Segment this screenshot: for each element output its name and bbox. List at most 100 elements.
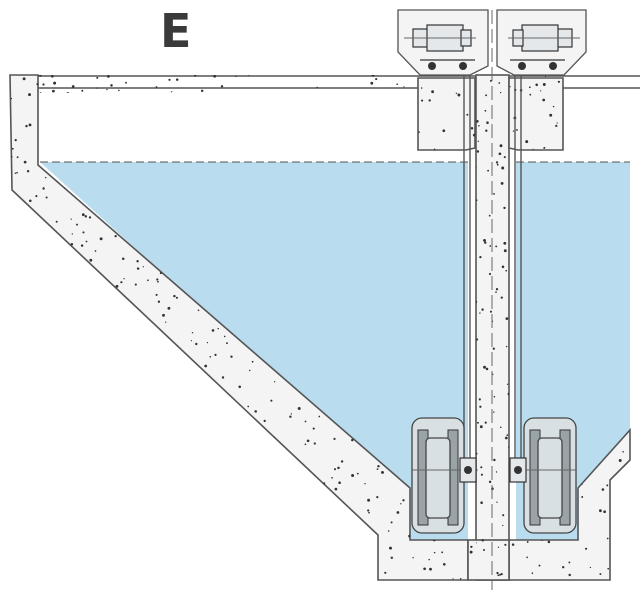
concrete-speckle (216, 114, 220, 117)
concrete-speckle (470, 127, 474, 130)
concrete-speckle (221, 376, 225, 379)
concrete-speckle (205, 432, 209, 436)
concrete-speckle (513, 588, 515, 590)
concrete-speckle (32, 526, 35, 528)
concrete-speckle (120, 450, 124, 454)
concrete-speckle (390, 556, 394, 560)
concrete-speckle (165, 425, 167, 427)
concrete-speckle (106, 60, 109, 63)
concrete-speckle (236, 447, 239, 450)
concrete-speckle (578, 136, 581, 139)
concrete-speckle (66, 69, 69, 72)
concrete-speckle (80, 244, 84, 247)
concrete-speckle (393, 104, 396, 107)
concrete-speckle (191, 332, 194, 334)
concrete-speckle (356, 472, 359, 475)
concrete-speckle (341, 64, 343, 66)
concrete-speckle (442, 562, 446, 566)
concrete-speckle (504, 436, 508, 440)
concrete-speckle (180, 401, 183, 404)
concrete-speckle (86, 290, 90, 293)
concrete-speckle (331, 476, 333, 479)
concrete-speckle (503, 241, 507, 245)
concrete-speckle (455, 92, 458, 95)
concrete-speckle (175, 296, 178, 299)
concrete-speckle (60, 374, 63, 376)
concrete-speckle (194, 576, 197, 579)
concrete-speckle (304, 443, 307, 446)
concrete-speckle (97, 517, 100, 520)
concrete-speckle (254, 410, 257, 413)
concrete-speckle (489, 310, 493, 313)
concrete-speckle (29, 413, 32, 415)
concrete-speckle (505, 345, 508, 348)
concrete-speckle (0, 370, 1, 372)
concrete-speckle (62, 471, 66, 475)
concrete-speckle (49, 524, 52, 527)
concrete-speckle (505, 269, 508, 272)
concrete-speckle (138, 434, 141, 437)
concrete-speckle (634, 395, 637, 398)
concrete-speckle (81, 213, 85, 217)
concrete-speckle (64, 357, 67, 359)
concrete-speckle (101, 288, 104, 290)
concrete-speckle (196, 433, 199, 436)
concrete-speckle (405, 92, 407, 95)
concrete-speckle (171, 62, 174, 65)
concrete-speckle (181, 497, 184, 500)
concrete-speckle (351, 474, 355, 477)
concrete-speckle (497, 574, 500, 577)
concrete-speckle (16, 156, 19, 159)
concrete-speckle (495, 161, 499, 164)
concrete-speckle (274, 530, 276, 533)
concrete-speckle (68, 505, 71, 508)
concrete-speckle (107, 514, 110, 516)
concrete-speckle (257, 477, 261, 481)
concrete-speckle (78, 121, 81, 124)
concrete-speckle (64, 546, 68, 550)
concrete-speckle (147, 279, 149, 282)
concrete-speckle (42, 95, 46, 99)
concrete-speckle (16, 437, 19, 440)
concrete-speckle (606, 537, 609, 540)
concrete-speckle (455, 582, 457, 584)
concrete-speckle (177, 554, 180, 558)
concrete-speckle (622, 451, 624, 453)
concrete-speckle (479, 425, 483, 429)
concrete-speckle (151, 356, 154, 358)
concrete-speckle (436, 152, 440, 155)
concrete-speckle (171, 91, 173, 93)
concrete-speckle (34, 319, 38, 322)
concrete-speckle (72, 295, 76, 298)
concrete-speckle (106, 316, 110, 319)
concrete-speckle (622, 102, 626, 106)
concrete-speckle (66, 457, 70, 460)
concrete-speckle (557, 80, 561, 83)
concrete-speckle (200, 497, 204, 501)
concrete-speckle (126, 512, 129, 515)
concrete-speckle (164, 387, 166, 390)
concrete-speckle (52, 89, 55, 93)
concrete-speckle (101, 67, 104, 70)
concrete-speckle (233, 103, 235, 106)
concrete-speckle (101, 546, 104, 549)
concrete-speckle (85, 240, 88, 243)
concrete-speckle (495, 471, 498, 473)
concrete-speckle (471, 199, 475, 203)
concrete-speckle (14, 230, 17, 233)
concrete-speckle (481, 539, 484, 542)
concrete-speckle (7, 477, 9, 479)
figure-label: E (160, 4, 192, 58)
concrete-speckle (420, 87, 423, 89)
concrete-speckle (338, 481, 341, 484)
concrete-speckle (351, 560, 354, 563)
concrete-speckle (338, 108, 342, 112)
concrete-speckle (173, 294, 176, 298)
concrete-speckle (103, 363, 106, 366)
concrete-speckle (589, 566, 592, 569)
concrete-speckle (38, 416, 41, 420)
concrete-speckle (38, 343, 42, 346)
concrete-speckle (22, 397, 24, 400)
concrete-speckle (113, 519, 116, 522)
